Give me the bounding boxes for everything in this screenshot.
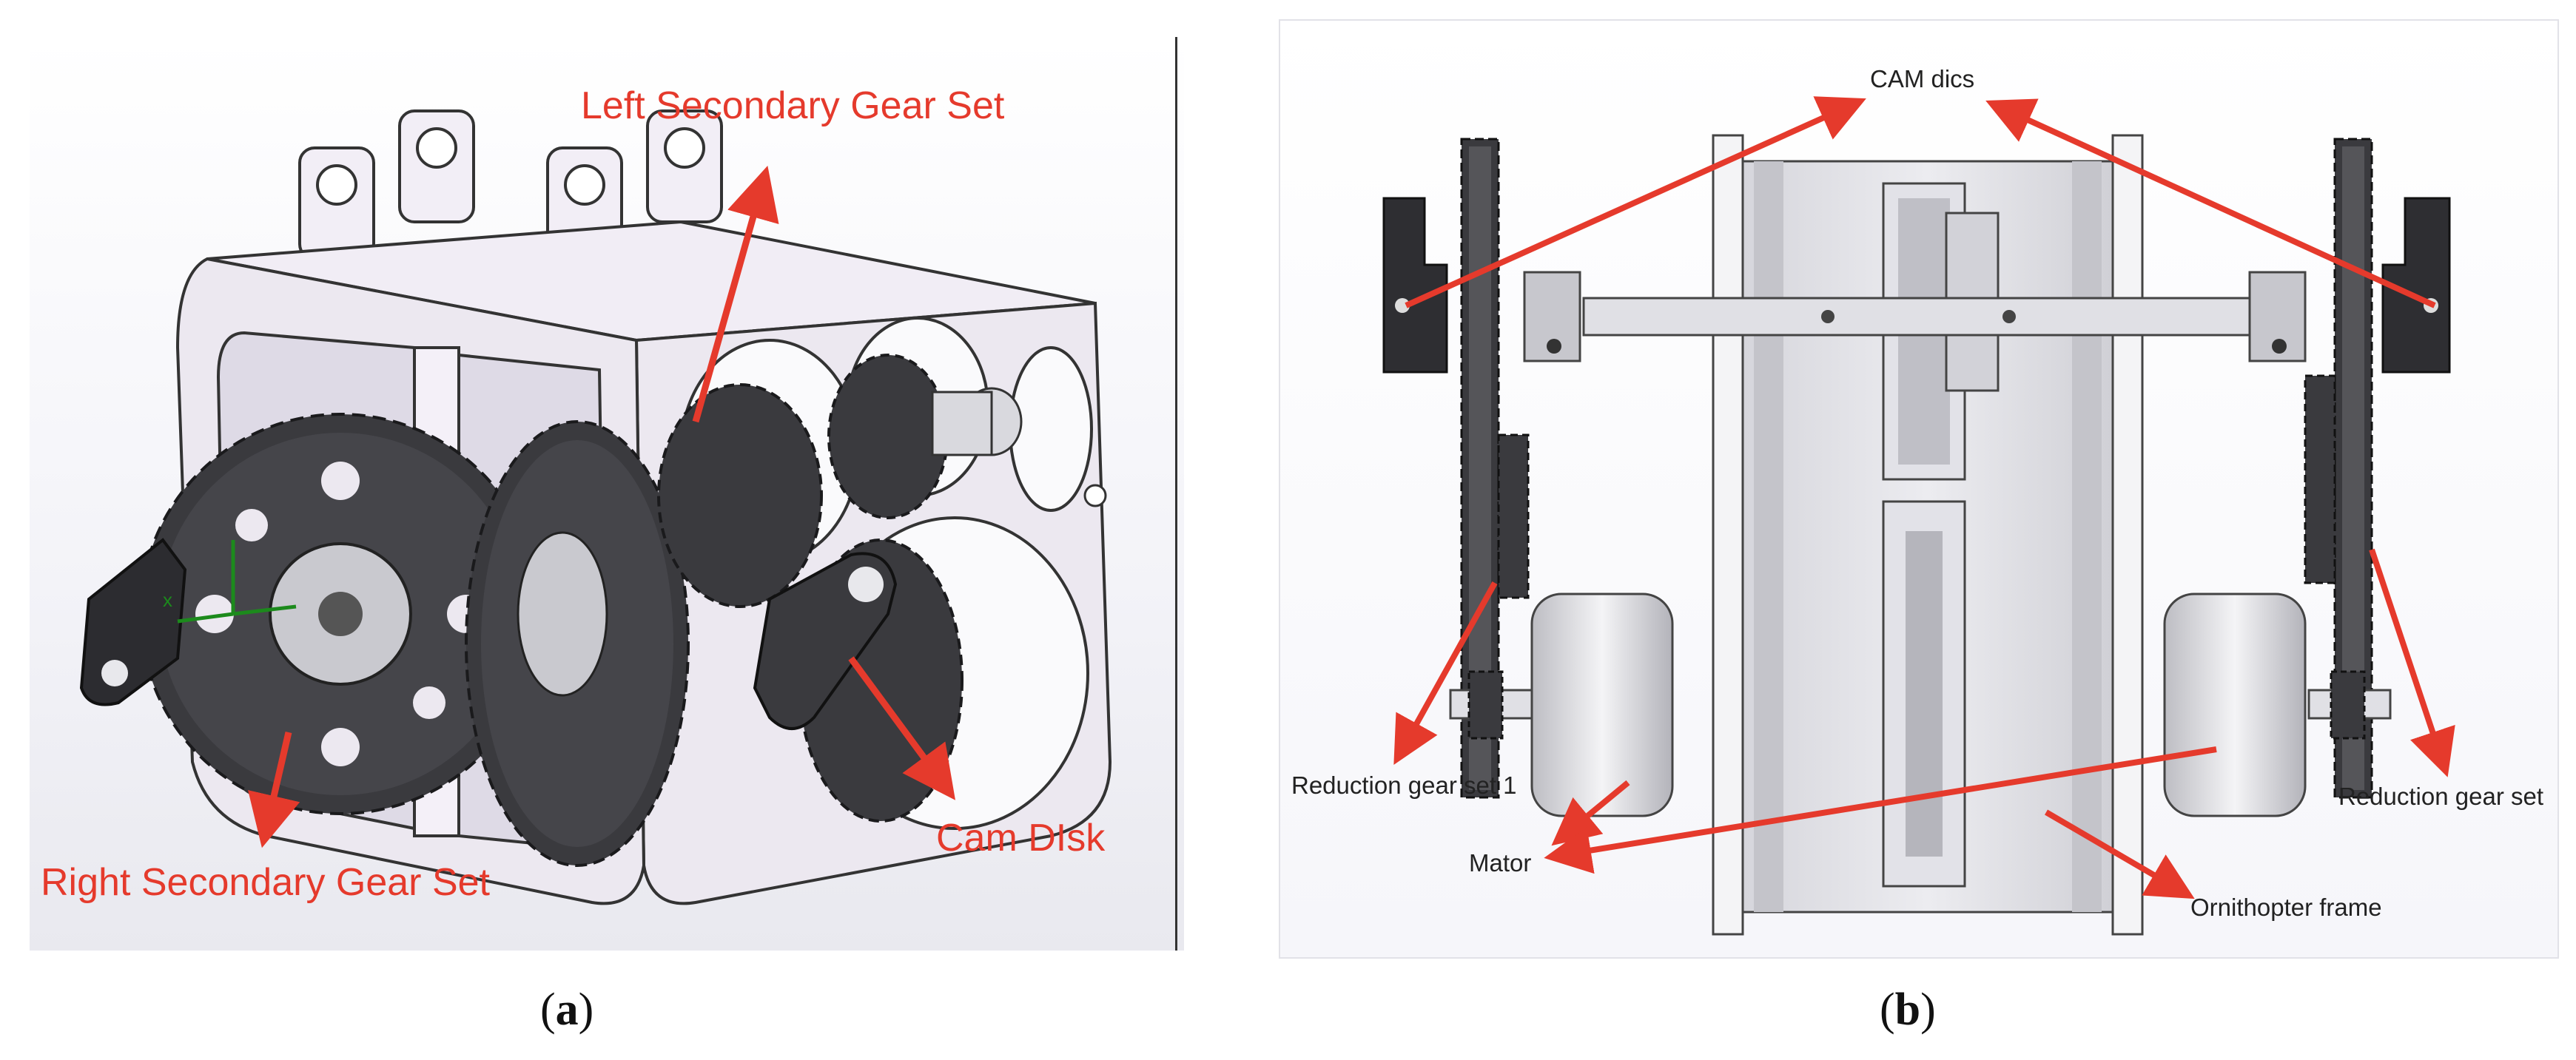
label-reduction-gear-set: Reduction gear set xyxy=(2338,783,2543,810)
cam-lever xyxy=(753,552,898,730)
label-left-secondary-gear-set: Left Secondary Gear Set xyxy=(581,84,1005,127)
caption-b: (b) xyxy=(1880,985,1936,1035)
panel-b-drawing: CAM dics Reduction gear set 1 Reduction … xyxy=(1291,65,2543,936)
label-mator: Mator xyxy=(1469,849,1531,877)
label-ornithopter-frame: Ornithopter frame xyxy=(2190,894,2382,921)
caption-a: (a) xyxy=(540,985,594,1035)
main-shaft xyxy=(1582,297,2251,337)
cam-disc-left xyxy=(1382,197,1448,374)
panel-a-render: x Left Secondary Gear Set Right Secondar… xyxy=(30,37,1184,951)
large-gear xyxy=(139,413,542,815)
motor-left xyxy=(1530,593,1674,817)
arrow-reduction xyxy=(2369,548,2455,777)
frame-right-rail xyxy=(2111,134,2144,936)
label-cam-disk: Cam DIsk xyxy=(936,817,1106,860)
panel-b-render: CAM dics Reduction gear set 1 Reduction … xyxy=(1279,19,2559,959)
arrow-frame xyxy=(2044,809,2195,899)
arrow-cam-disk xyxy=(848,656,955,800)
axis-triad: x xyxy=(163,540,297,624)
arrow-mator-left xyxy=(1551,780,1630,846)
arrow-left-secondary xyxy=(692,166,779,423)
arrow-right-secondary xyxy=(248,731,300,848)
middle-gear xyxy=(465,420,690,867)
frame-left-rail xyxy=(1712,134,1744,936)
motor-right xyxy=(2163,593,2307,817)
svg-text:x: x xyxy=(163,589,172,611)
label-right-secondary-gear-set: Right Secondary Gear Set xyxy=(41,861,491,904)
label-reduction-gear-set-1: Reduction gear set 1 xyxy=(1291,772,1517,799)
arrow-cam-dics-right xyxy=(1985,98,2436,308)
cam-disc-right xyxy=(2381,197,2451,374)
arrow-cam-dics-left xyxy=(1405,96,1866,308)
label-cam-dics: CAM dics xyxy=(1870,65,1974,92)
arrow-reduction-1 xyxy=(1393,581,1498,765)
panel-a-border xyxy=(1175,37,1177,951)
panel-a-drawing: x Left Secondary Gear Set Right Secondar… xyxy=(41,84,1112,905)
arrow-mator-right xyxy=(1544,746,2217,874)
